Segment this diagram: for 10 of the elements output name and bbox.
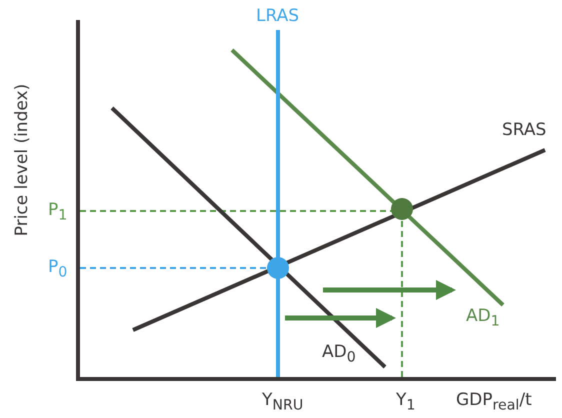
axis-label: Y$_{1}$ [396,390,416,416]
curve-label: SRAS [502,120,546,140]
axis-label: Price level (index) [12,82,32,238]
curve-label: AD$_{1}$ [466,306,500,332]
axis-label: Y$_{NRU}$ [262,390,304,416]
axis-label: P$_{0}$ [48,257,68,282]
curve-label: AD$_{0}$ [322,342,356,368]
axis-label: P$_{1}$ [48,200,68,226]
axis-label: GDP$_{real}$/t [456,390,532,416]
curve-label: LRAS [256,6,300,26]
